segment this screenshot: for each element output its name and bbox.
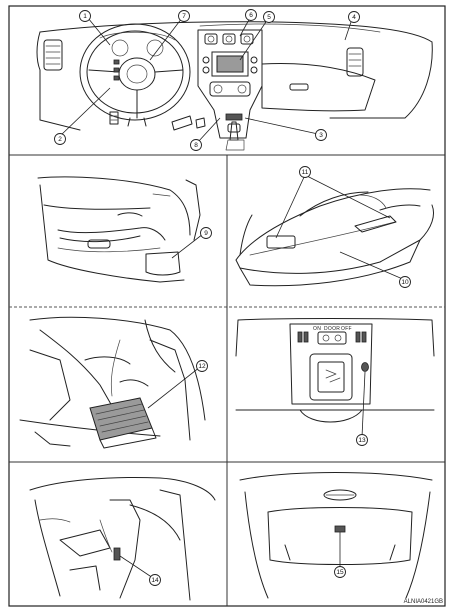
illumination-sensor bbox=[361, 362, 369, 372]
callout-4: 4 bbox=[348, 11, 360, 23]
svg-text:2: 2 bbox=[58, 136, 62, 143]
lamp-label-door: DOOR bbox=[324, 326, 340, 332]
panel-trunk-side bbox=[29, 477, 216, 601]
left-vent bbox=[43, 39, 63, 71]
rear-speaker bbox=[266, 235, 296, 249]
callout-leaders bbox=[59, 15, 406, 579]
door-pull bbox=[87, 239, 111, 249]
callout-14: 14 bbox=[149, 574, 161, 586]
lamp-label-on: ON bbox=[313, 326, 321, 332]
svg-text:9: 9 bbox=[204, 230, 208, 237]
callout-6: 6 bbox=[245, 9, 257, 21]
parking-pedal bbox=[195, 117, 206, 129]
shift-lever bbox=[229, 121, 239, 141]
panel-trunk bbox=[19, 316, 206, 449]
panel-rear-shelf bbox=[235, 188, 434, 287]
callout-2: 2 bbox=[54, 133, 66, 145]
panel-trunk-rear bbox=[239, 472, 433, 599]
accelerator-pedal bbox=[171, 115, 193, 131]
callout-5: 5 bbox=[263, 11, 275, 23]
room-lamp-switch bbox=[317, 331, 347, 345]
brake-pedal bbox=[109, 111, 119, 125]
callout-7: 7 bbox=[178, 10, 190, 22]
door-speaker-pocket bbox=[145, 251, 181, 276]
panel-room-lamp: ON DOOR OFF bbox=[235, 318, 435, 423]
trunk-lid-switch bbox=[113, 547, 121, 561]
fuse-block bbox=[89, 397, 153, 441]
callout-12: 12 bbox=[196, 360, 208, 372]
center-stack bbox=[197, 29, 263, 139]
svg-text:4: 4 bbox=[352, 14, 356, 21]
svg-text:5: 5 bbox=[267, 14, 271, 21]
door-armrest bbox=[57, 227, 166, 241]
glove-box-handle bbox=[289, 83, 309, 91]
panel-door-trim bbox=[37, 176, 201, 283]
svg-text:3: 3 bbox=[319, 132, 323, 139]
steering-wheel bbox=[79, 23, 191, 121]
rear-seat-back bbox=[299, 191, 369, 217]
right-vent bbox=[346, 47, 364, 77]
svg-text:15: 15 bbox=[336, 569, 344, 576]
callout-15: 15 bbox=[334, 566, 346, 578]
door-handle bbox=[117, 212, 143, 217]
room-lamp-lens bbox=[309, 353, 353, 401]
callout-10: 10 bbox=[399, 276, 411, 288]
svg-text:7: 7 bbox=[182, 13, 186, 20]
svg-text:6: 6 bbox=[249, 12, 253, 19]
svg-text:12: 12 bbox=[198, 363, 206, 370]
svg-text:13: 13 bbox=[358, 437, 366, 444]
callout-13: 13 bbox=[356, 434, 368, 446]
svg-text:8: 8 bbox=[194, 142, 198, 149]
callout-11: 11 bbox=[299, 166, 311, 178]
svg-text:14: 14 bbox=[151, 577, 159, 584]
callout-1: 1 bbox=[79, 10, 91, 22]
license-plate-recess bbox=[267, 507, 413, 565]
callout-8: 8 bbox=[190, 139, 202, 151]
steering-hub bbox=[118, 57, 156, 91]
panel-dashboard bbox=[36, 21, 433, 151]
svg-text:1: 1 bbox=[83, 13, 87, 20]
lamp-label-off: OFF bbox=[341, 326, 352, 332]
svg-text:11: 11 bbox=[302, 169, 309, 176]
trunk-opener-switch bbox=[334, 525, 346, 533]
glove-box bbox=[261, 63, 376, 112]
callout-9: 9 bbox=[200, 227, 212, 239]
console-switch bbox=[225, 113, 243, 121]
emblem bbox=[323, 489, 357, 501]
reference-code: ALNIA0421GB bbox=[404, 599, 443, 605]
svg-text:10: 10 bbox=[401, 279, 409, 286]
callout-3: 3 bbox=[315, 129, 327, 141]
